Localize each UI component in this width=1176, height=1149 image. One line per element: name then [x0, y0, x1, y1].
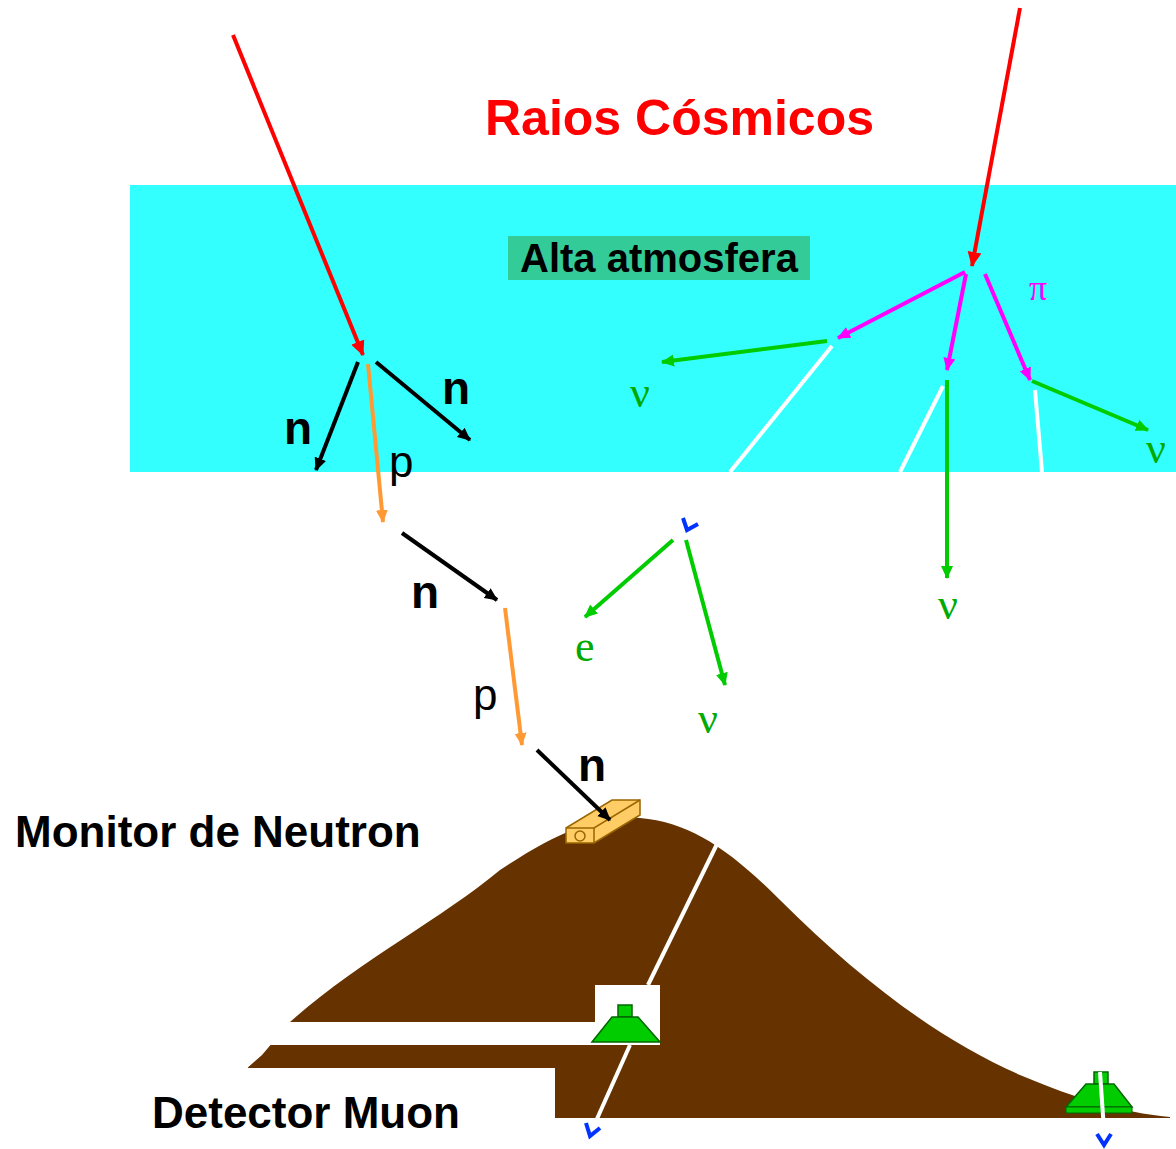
neutron-track: [316, 362, 358, 470]
muon-track: [1035, 390, 1042, 472]
particle-label: e: [575, 621, 595, 672]
particle-label: ν: [698, 693, 718, 744]
particle-label: ν: [938, 579, 958, 630]
particle-label: ν: [1146, 423, 1166, 474]
electron-track: [585, 540, 673, 617]
instrument-label: Detector Muon: [152, 1088, 460, 1138]
neutron-monitor: [566, 800, 640, 843]
muon-detector: [586, 1005, 660, 1136]
cosmic-ray: [233, 35, 363, 355]
region-label: Alta atmosfera: [520, 238, 798, 278]
neutrino-track: [1032, 381, 1148, 430]
particle-label: p: [389, 437, 413, 487]
proton-track: [505, 608, 522, 745]
particle-label: π: [1029, 267, 1047, 309]
neutrino-track: [686, 540, 725, 685]
title: Raios Cósmicos: [485, 89, 874, 147]
tunnel: [0, 1022, 660, 1045]
particle-label: n: [578, 738, 606, 792]
region-label-box: Alta atmosfera: [508, 236, 810, 280]
pion-track: [947, 274, 966, 370]
atmosphere-band: [130, 185, 1176, 472]
muon-track: [730, 346, 832, 472]
particle-label: n: [284, 401, 312, 455]
particle-label: ν: [630, 367, 650, 418]
particle-label: n: [442, 361, 470, 415]
ground-cut: [0, 1045, 248, 1068]
pion-track: [985, 274, 1030, 380]
neutron-track: [376, 362, 470, 440]
particle-label: p: [473, 670, 497, 720]
muon-detector: [1066, 1072, 1132, 1145]
neutrino-track: [945, 380, 949, 578]
instrument-label: Monitor de Neutron: [15, 807, 421, 857]
neutrino-track: [662, 341, 827, 362]
pion-track: [838, 272, 965, 338]
proton-track: [368, 364, 383, 522]
muon-arrow: [683, 518, 698, 530]
particle-label: n: [411, 565, 439, 619]
muon-track: [648, 842, 718, 985]
cosmic-ray: [972, 8, 1020, 266]
muon-track: [900, 386, 943, 472]
